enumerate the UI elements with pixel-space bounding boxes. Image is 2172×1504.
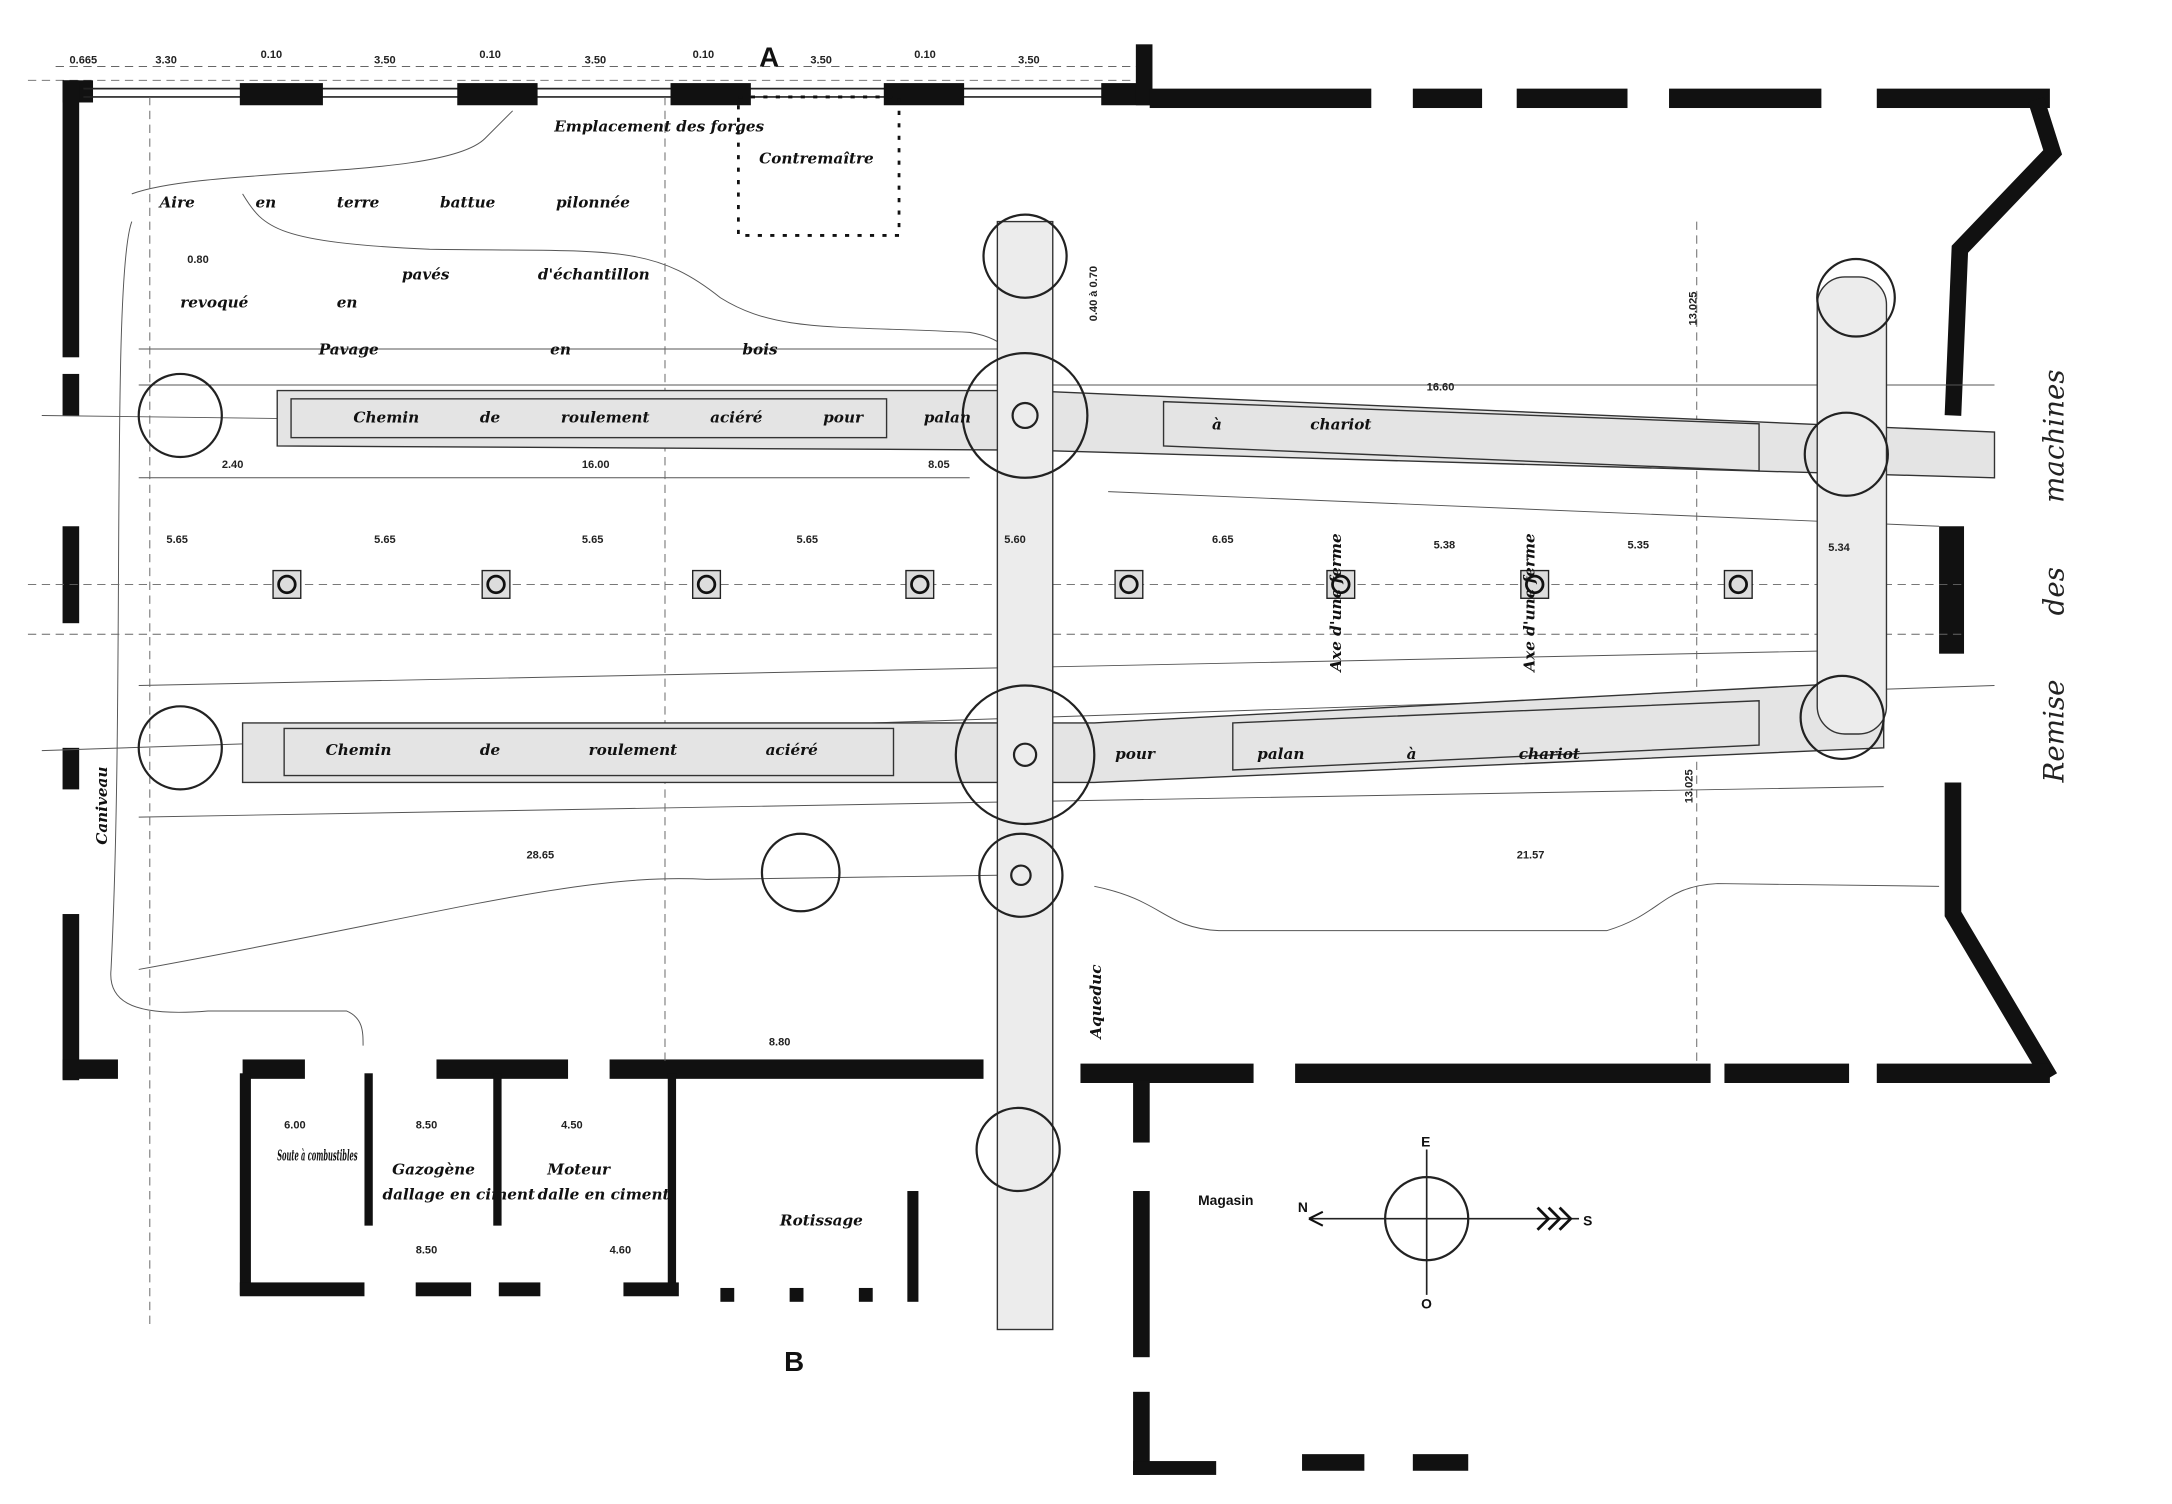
rail-tracks (241, 220, 1996, 1331)
sample-paving-label: pavés d'échantillon (402, 266, 650, 284)
dimension-label: 13.025 (1688, 292, 1700, 326)
compass-north: N (1298, 1199, 1308, 1215)
section-mark-a: A (759, 41, 779, 72)
dimension-labels: 5.65 5.65 5.65 5.65 5.60 6.65 5.38 5.35 … (166, 254, 1850, 1256)
dimension-label: 5.34 (1828, 542, 1850, 554)
dimension-label: 5.65 (374, 534, 396, 546)
floor-areas (27, 96, 1995, 1330)
dimension-label: 5.38 (1434, 539, 1456, 551)
compass-rose: N S E O (1298, 1134, 1593, 1312)
dimension-label: 5.35 (1627, 539, 1649, 551)
dimension-label: 0.10 (479, 49, 501, 61)
dimension-label: 4.50 (561, 1120, 583, 1132)
drain-label: Caniveau (93, 767, 111, 845)
dimension-label: 0.10 (261, 49, 283, 61)
dimension-label: 21.57 (1517, 850, 1545, 862)
gas-producer-note: dallage en ciment (382, 1185, 535, 1203)
room-label-foreman: Contremaître (759, 149, 874, 167)
turntables (137, 213, 1896, 1193)
dimension-label: 16.60 (1427, 382, 1455, 394)
dimension-label: 4.60 (610, 1244, 632, 1256)
track-gauge-label: 0.40 à 0.70 (1088, 266, 1100, 321)
engine-note: dalle en ciment (538, 1185, 670, 1203)
dimension-label: 3.50 (1018, 55, 1040, 67)
dimension-label: 8.05 (928, 459, 950, 471)
compass-east: E (1421, 1134, 1430, 1150)
aqueduct-label: Aqueduc (1087, 964, 1105, 1041)
building-walls (62, 44, 2063, 1475)
dimension-label: 13.025 (1684, 769, 1696, 803)
room-label-gas-producer: Gazogène (392, 1160, 475, 1178)
wood-paving-label: Pavage en bois (318, 341, 778, 359)
dimension-label: 8.50 (416, 1120, 438, 1132)
top-dimension-line: 0.665 3.30 0.10 3.50 0.10 3.50 0.10 3.50… (27, 49, 1150, 81)
room-label-grinding: Rotissage (779, 1212, 863, 1230)
dimension-label: 0.10 (914, 49, 936, 61)
dimension-label: 8.80 (769, 1037, 791, 1049)
room-label-store: Magasin (1198, 1192, 1253, 1208)
feathered-arrow-icon (1536, 1206, 1573, 1231)
dimension-label: 28.65 (527, 850, 555, 862)
rail-track-label-upper-right: à chariot (1212, 415, 1371, 433)
dimension-label: 6.65 (1212, 534, 1234, 546)
room-label-bunker: Soute à combustibles (277, 1147, 358, 1165)
truss-axis-label: Axe d'une ferme (1521, 533, 1539, 674)
truss-axis-label: Axe d'une ferme (1327, 533, 1345, 674)
dimension-label: 6.00 (284, 1120, 306, 1132)
dimension-label: 0.10 (693, 49, 715, 61)
compass-west: O (1421, 1296, 1432, 1312)
earth-floor-label: Aire en terre battue pilonnée (158, 194, 631, 212)
paving-label: revoqué en (180, 293, 357, 311)
forges-label: Emplacement des forges (553, 118, 764, 136)
room-label-engine: Moteur (546, 1160, 611, 1178)
dimension-label: 0.665 (69, 55, 97, 67)
rail-track-label-lower-right: pour palan à chariot (1115, 745, 1580, 763)
dimension-label: 3.50 (374, 55, 396, 67)
dimension-label: 3.50 (585, 55, 607, 67)
dimension-label: 5.65 (797, 534, 819, 546)
dimension-label: 0.80 (187, 254, 209, 266)
dimension-label: 16.00 (582, 459, 610, 471)
dimension-label: 5.60 (1004, 534, 1026, 546)
dimension-label: 2.40 (222, 459, 244, 471)
rail-track-label-upper: Chemin de roulement aciéré pour palan (353, 408, 971, 426)
dimension-label: 5.65 (582, 534, 604, 546)
engine-shed-label: Remise des machines (2038, 369, 2071, 783)
north-arrow-icon (1308, 1210, 1324, 1227)
dimension-label: 3.50 (810, 55, 832, 67)
dimension-label: 8.50 (416, 1244, 438, 1256)
dimension-label: 5.65 (166, 534, 188, 546)
compass-south: S (1583, 1213, 1592, 1229)
dimension-label: 3.30 (155, 55, 177, 67)
rail-track-label-lower: Chemin de roulement aciéré (326, 741, 818, 759)
columns (272, 569, 1753, 599)
section-mark-b: B (784, 1346, 804, 1377)
